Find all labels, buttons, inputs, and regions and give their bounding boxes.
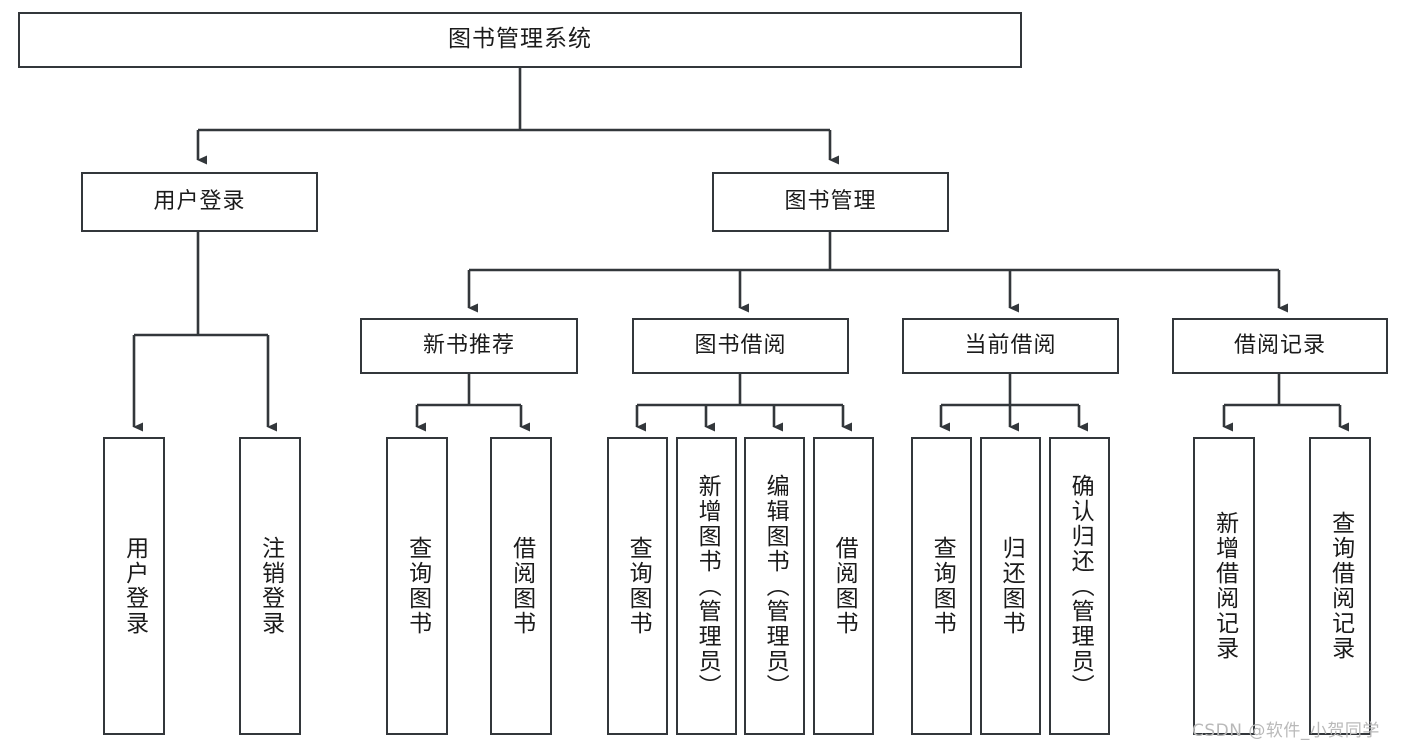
node-label: 用户登录	[121, 536, 148, 636]
node-label: 当前借阅	[964, 332, 1057, 358]
node-label: 图书借阅	[694, 332, 787, 358]
node-label: 借阅图书	[831, 536, 858, 636]
leaf-add-book-admin[interactable]: 新增图书（管理员）	[676, 437, 737, 735]
node-label: 查询图书	[929, 536, 956, 636]
leaf-query-book[interactable]: 查询图书	[607, 437, 668, 735]
leaf-borrow-book[interactable]: 借阅图书	[813, 437, 874, 735]
node-label: 新增借阅记录	[1211, 511, 1238, 661]
node-label: 编辑图书（管理员）	[762, 473, 789, 699]
node-label: 注销登录	[257, 536, 284, 636]
node-label: 查询借阅记录	[1327, 511, 1354, 661]
node-label: 图书管理	[784, 188, 877, 214]
leaf-logout[interactable]: 注销登录	[239, 437, 301, 735]
node-label: 新增图书（管理员）	[694, 473, 721, 699]
leaf-user-login[interactable]: 用户登录	[103, 437, 165, 735]
node-label: 归还图书	[998, 536, 1025, 636]
node-user-login[interactable]: 用户登录	[81, 172, 318, 232]
node-book-management[interactable]: 图书管理	[712, 172, 949, 232]
node-new-book-recommend[interactable]: 新书推荐	[360, 318, 578, 374]
node-book-management-system[interactable]: 图书管理系统	[18, 12, 1022, 68]
node-borrow-record[interactable]: 借阅记录	[1172, 318, 1388, 374]
leaf-query-book-recommend[interactable]: 查询图书	[386, 437, 448, 735]
leaf-add-borrow-record[interactable]: 新增借阅记录	[1193, 437, 1255, 735]
csdn-watermark: CSDN @软件_小贺同学	[1192, 721, 1380, 741]
node-label: 借阅图书	[508, 536, 535, 636]
node-current-borrow[interactable]: 当前借阅	[902, 318, 1119, 374]
leaf-confirm-return-admin[interactable]: 确认归还（管理员）	[1049, 437, 1110, 735]
leaf-borrow-book-recommend[interactable]: 借阅图书	[490, 437, 552, 735]
node-label: 查询图书	[625, 536, 652, 636]
node-label: 确认归还（管理员）	[1067, 473, 1094, 699]
node-label: 新书推荐	[422, 332, 515, 358]
leaf-edit-book-admin[interactable]: 编辑图书（管理员）	[744, 437, 805, 735]
node-label: 图书管理系统	[448, 26, 592, 53]
leaf-query-borrow-record[interactable]: 查询借阅记录	[1309, 437, 1371, 735]
node-label: 借阅记录	[1233, 332, 1326, 358]
leaf-query-book-current[interactable]: 查询图书	[911, 437, 972, 735]
node-label: 查询图书	[404, 536, 431, 636]
node-label: 用户登录	[153, 188, 246, 214]
leaf-return-book[interactable]: 归还图书	[980, 437, 1041, 735]
node-book-borrow[interactable]: 图书借阅	[632, 318, 849, 374]
